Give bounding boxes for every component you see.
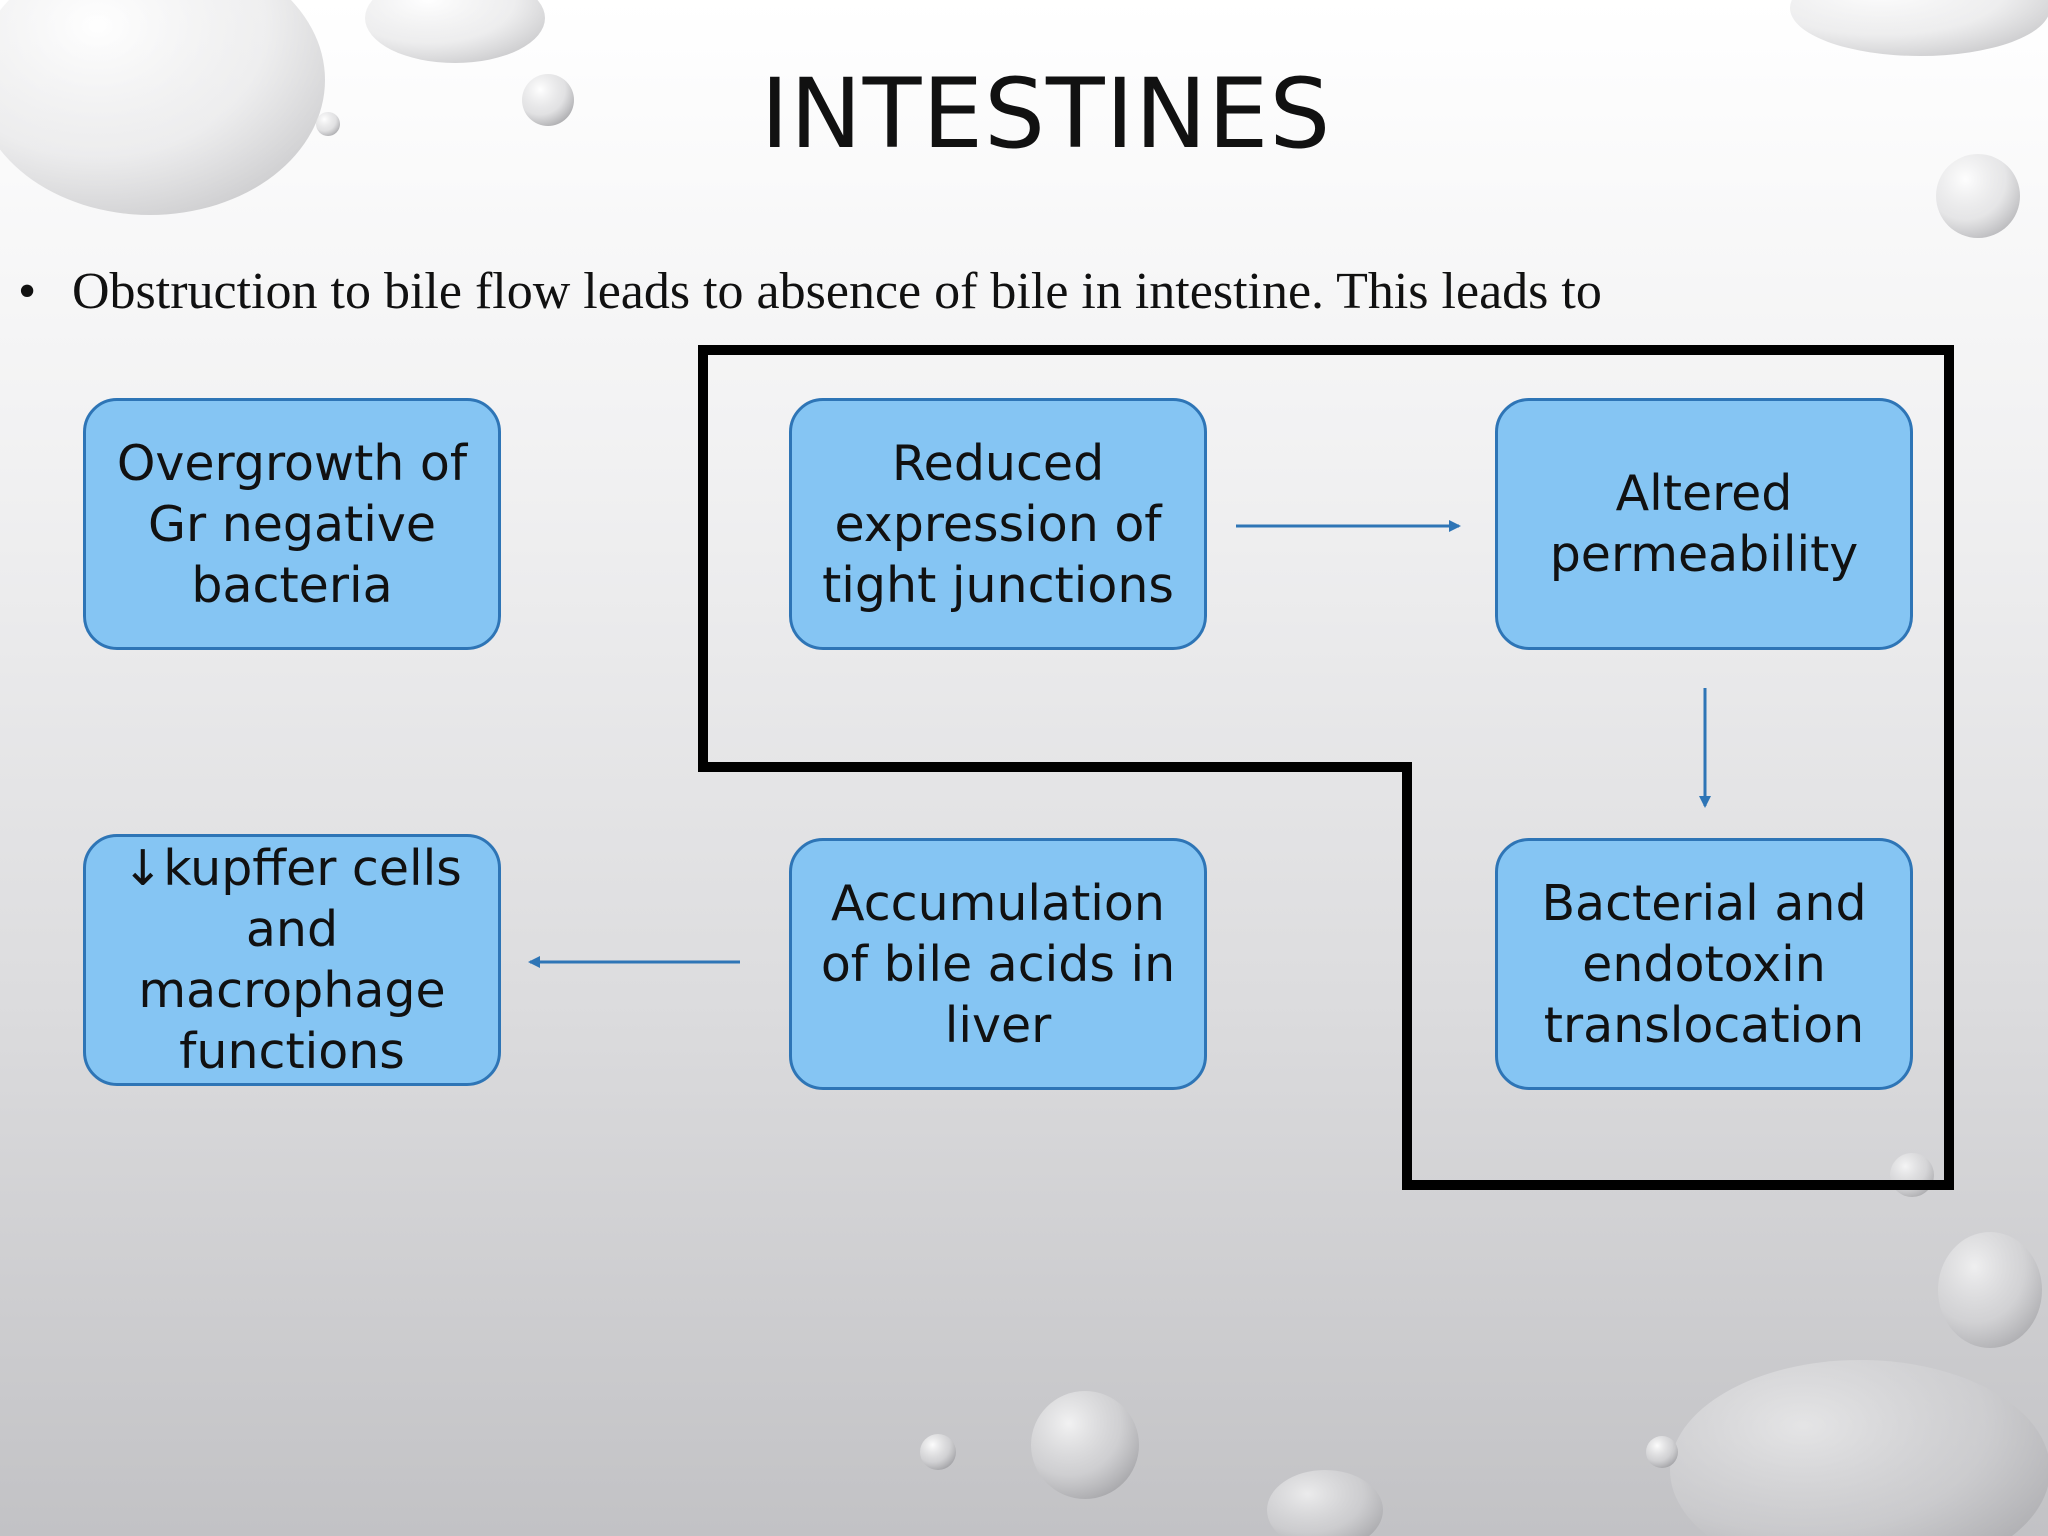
node-accumulation: Accumulation of bile acids in liver bbox=[789, 838, 1207, 1090]
node-kupffer-label: ↓kupffer cells and macrophage functions bbox=[122, 840, 462, 1080]
group-outline bbox=[698, 345, 1954, 1190]
bullet-dot-icon: • bbox=[18, 263, 37, 320]
node-altered-permeability-label: Altered permeability bbox=[1549, 465, 1859, 583]
water-drop bbox=[1646, 1436, 1678, 1468]
bullet-text: Obstruction to bile flow leads to absenc… bbox=[72, 263, 1602, 320]
water-drop bbox=[522, 74, 574, 126]
water-drop bbox=[1938, 1232, 2042, 1348]
node-overgrowth-label: Overgrowth of Gr negative bacteria bbox=[116, 434, 468, 614]
node-accumulation-label: Accumulation of bile acids in liver bbox=[820, 874, 1176, 1054]
node-translocation-label: Bacterial and endotoxin translocation bbox=[1541, 874, 1867, 1054]
water-drop bbox=[1936, 154, 2020, 238]
water-drop bbox=[316, 112, 340, 136]
water-drop bbox=[0, 0, 325, 215]
water-drop bbox=[1670, 1360, 2048, 1536]
bullet-point: • Obstruction to bile flow leads to absen… bbox=[18, 262, 1918, 321]
node-kupffer: ↓kupffer cells and macrophage functions bbox=[83, 834, 501, 1086]
water-drop bbox=[1790, 0, 2048, 56]
water-drop bbox=[1031, 1391, 1139, 1499]
node-translocation: Bacterial and endotoxin translocation bbox=[1495, 838, 1913, 1090]
node-altered-permeability: Altered permeability bbox=[1495, 398, 1913, 650]
node-reduced-expression-label: Reduced expression of tight junctions bbox=[822, 434, 1174, 614]
node-overgrowth: Overgrowth of Gr negative bacteria bbox=[83, 398, 501, 650]
water-drop bbox=[920, 1434, 956, 1470]
water-drop bbox=[365, 0, 545, 63]
slide-title: INTESTINES bbox=[760, 58, 1332, 170]
water-drop bbox=[1267, 1470, 1383, 1536]
node-reduced-expression: Reduced expression of tight junctions bbox=[789, 398, 1207, 650]
